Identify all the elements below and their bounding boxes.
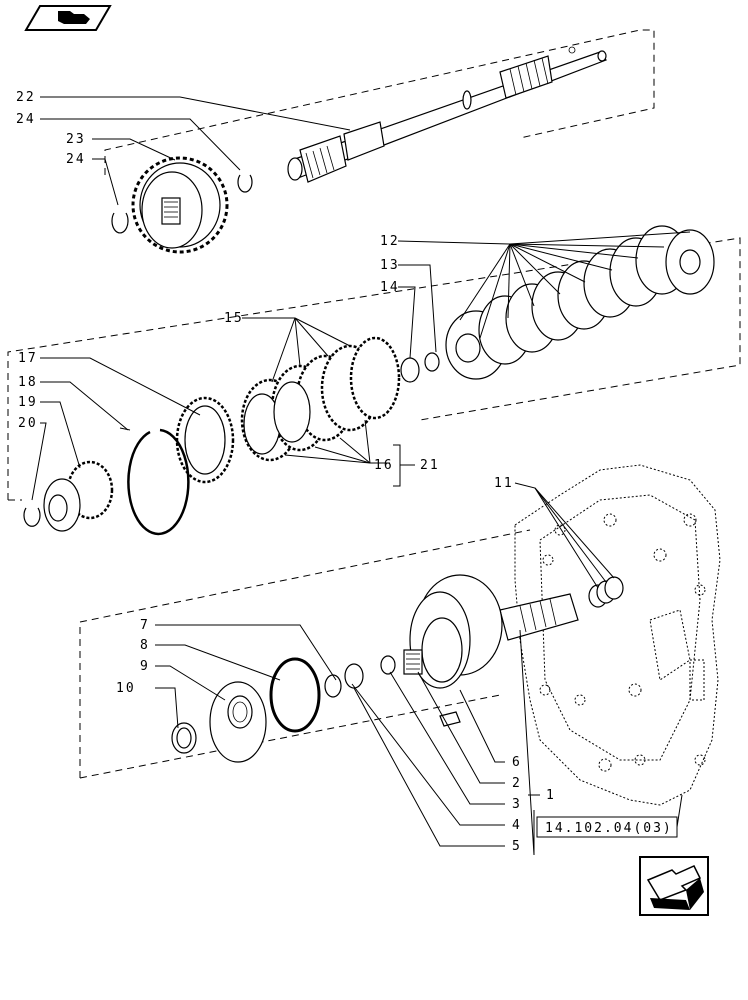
callout-4: 4 xyxy=(512,818,522,833)
callout-5: 5 xyxy=(512,839,522,854)
callout-16: 16 xyxy=(374,458,394,473)
prev-arrow-icon[interactable] xyxy=(639,856,709,916)
reference-label[interactable]: 14.102.04(03) xyxy=(545,821,673,836)
callout-18: 18 xyxy=(18,375,38,390)
callout-9: 9 xyxy=(140,659,150,674)
callout-15: 15 xyxy=(224,311,244,326)
callout-labels: 22 24 23 24 12 13 14 15 17 18 19 20 16 2… xyxy=(16,90,556,854)
callout-21: 21 xyxy=(420,458,440,473)
callout-10: 10 xyxy=(116,681,136,696)
callout-3: 3 xyxy=(512,797,522,812)
callout-17: 17 xyxy=(18,351,38,366)
shaft-group xyxy=(104,29,655,254)
clutch-pack xyxy=(240,336,401,462)
callout-13: 13 xyxy=(380,258,400,273)
callout-20: 20 xyxy=(18,416,38,431)
clutch-drum xyxy=(403,574,579,727)
callout-8: 8 xyxy=(140,638,150,653)
book-hand-icon[interactable] xyxy=(24,5,112,31)
callout-11: 11 xyxy=(494,476,514,491)
callout-24: 24 xyxy=(66,152,86,167)
callout-6: 6 xyxy=(512,755,522,770)
callout-22: 22 xyxy=(16,90,36,105)
callout-19: 19 xyxy=(18,395,38,410)
callout-23: 23 xyxy=(66,132,86,147)
callout-24: 24 xyxy=(16,112,36,127)
callout-2: 2 xyxy=(512,776,522,791)
callout-12: 12 xyxy=(380,234,400,249)
transmission-housing xyxy=(514,464,721,806)
springs-stack xyxy=(445,225,715,380)
callout-7: 7 xyxy=(140,618,150,633)
callout-1: 1 xyxy=(546,788,556,803)
callout-14: 14 xyxy=(380,280,400,295)
